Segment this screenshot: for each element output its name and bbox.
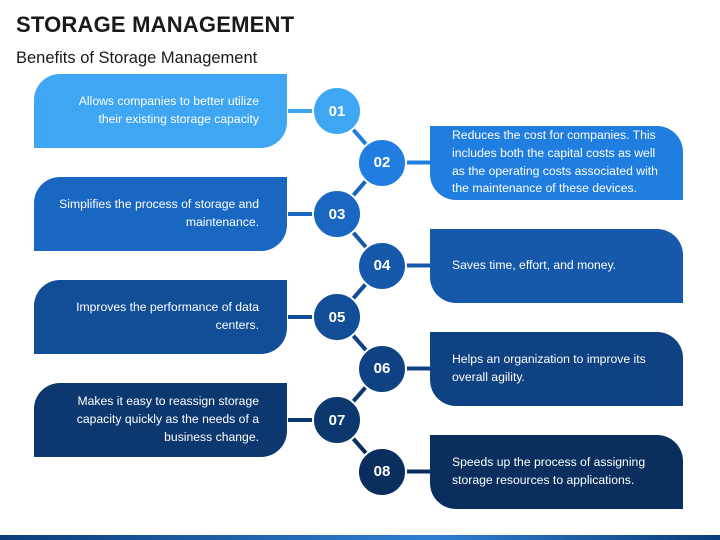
step-number-02: 02 bbox=[357, 137, 407, 188]
benefit-text-08: Speeds up the process of assigning stora… bbox=[452, 454, 646, 487]
benefit-text-01: Allows companies to better utilize their… bbox=[78, 94, 259, 126]
step-number-05: 05 bbox=[312, 292, 362, 342]
step-number-07: 07 bbox=[312, 395, 362, 445]
benefit-text-07: Makes it easy to reassign storage capaci… bbox=[76, 394, 259, 444]
benefit-box-06: Helps an organization to improve its ove… bbox=[430, 331, 683, 406]
step-number-08: 08 bbox=[357, 446, 407, 497]
step-number-06: 06 bbox=[357, 343, 407, 394]
page-title: STORAGE MANAGEMENT bbox=[16, 12, 295, 37]
benefit-text-03: Simplifies the process of storage and ma… bbox=[59, 197, 259, 229]
page-subtitle: Benefits of Storage Management bbox=[16, 49, 258, 67]
benefit-text-06: Helps an organization to improve its ove… bbox=[452, 351, 646, 384]
benefit-box-04: Saves time, effort, and money. bbox=[430, 228, 683, 303]
benefit-box-03: Simplifies the process of storage and ma… bbox=[34, 177, 287, 251]
step-number-01: 01 bbox=[312, 86, 362, 136]
benefit-text-05: Improves the performance of data centers… bbox=[76, 300, 259, 332]
benefit-text-04: Saves time, effort, and money. bbox=[452, 257, 617, 272]
footer-bar bbox=[0, 535, 720, 540]
benefit-box-02: Reduces the cost for companies. This inc… bbox=[430, 125, 683, 200]
benefit-text-02: Reduces the cost for companies. This inc… bbox=[452, 128, 658, 196]
benefit-box-01: Allows companies to better utilize their… bbox=[34, 74, 287, 148]
benefit-box-05: Improves the performance of data centers… bbox=[34, 280, 287, 354]
step-number-04: 04 bbox=[357, 240, 407, 291]
benefit-box-07: Makes it easy to reassign storage capaci… bbox=[34, 383, 287, 457]
step-number-03: 03 bbox=[312, 189, 362, 239]
benefit-box-08: Speeds up the process of assigning stora… bbox=[430, 434, 683, 509]
